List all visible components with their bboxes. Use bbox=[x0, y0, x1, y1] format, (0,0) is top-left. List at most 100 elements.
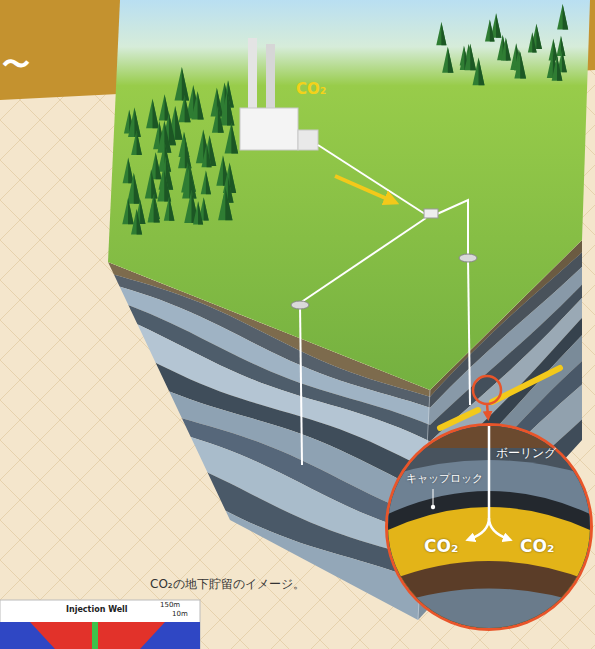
tree-crown bbox=[465, 44, 477, 71]
tree-shade bbox=[137, 130, 142, 155]
zoom-inset: ボーリングキャップロックCO₂CO₂ bbox=[385, 423, 593, 631]
tree-crown bbox=[557, 36, 566, 56]
tree-shade bbox=[231, 122, 238, 153]
tree-shade bbox=[153, 99, 159, 128]
tree-crown bbox=[175, 67, 190, 100]
tree-shade bbox=[134, 107, 140, 136]
tree-crown bbox=[501, 38, 511, 61]
tree-crown bbox=[164, 196, 175, 220]
tree-crown bbox=[225, 122, 239, 153]
simulation-plume bbox=[30, 622, 165, 649]
tree-crown bbox=[191, 91, 203, 119]
tree-shade bbox=[496, 13, 501, 37]
tree-shade bbox=[536, 24, 542, 49]
leader-line bbox=[433, 489, 434, 505]
tree-crown bbox=[178, 137, 191, 168]
tree-crown bbox=[128, 107, 141, 136]
tree-shade bbox=[532, 32, 536, 52]
tree-shade bbox=[490, 19, 495, 41]
tree-crown bbox=[182, 165, 196, 198]
simulation-field bbox=[0, 622, 200, 649]
tree bbox=[131, 209, 142, 235]
tree-crown bbox=[146, 99, 159, 128]
tree-shade bbox=[185, 137, 192, 168]
inset-layer bbox=[388, 589, 590, 629]
tree-shade bbox=[137, 209, 143, 235]
tree-crown bbox=[218, 187, 232, 220]
tree bbox=[218, 187, 232, 220]
well-head bbox=[291, 301, 309, 309]
tree-crown bbox=[127, 173, 141, 204]
co2-layer bbox=[492, 368, 560, 402]
tree-crown bbox=[473, 58, 485, 86]
tree-shade bbox=[185, 95, 191, 123]
tree-crown bbox=[528, 32, 537, 52]
tree bbox=[528, 32, 537, 52]
chimney bbox=[266, 44, 275, 118]
tree-crown bbox=[123, 158, 134, 184]
inset-layer bbox=[388, 426, 590, 628]
tree-shade bbox=[189, 165, 196, 198]
tree-shade bbox=[479, 58, 485, 86]
boring-pipe bbox=[488, 426, 491, 518]
factory-annex bbox=[298, 130, 318, 150]
tree-crown bbox=[212, 105, 224, 132]
tree-shade bbox=[563, 4, 569, 29]
caption: CO₂の地下貯留のイメージ。 bbox=[150, 577, 305, 591]
tree-crown bbox=[193, 201, 203, 224]
tree-crown bbox=[131, 130, 142, 155]
leader-dot bbox=[431, 505, 435, 509]
tree-shade bbox=[182, 67, 189, 100]
header-mark: 〜 bbox=[2, 48, 30, 82]
tree-shade bbox=[154, 194, 160, 222]
tree-crown bbox=[179, 95, 191, 123]
co2-label: CO₂ bbox=[424, 536, 458, 556]
well-bore bbox=[468, 258, 470, 405]
part-label: ボーリング bbox=[496, 446, 556, 460]
tree-crown bbox=[131, 209, 142, 235]
tree-shade bbox=[140, 200, 145, 225]
tree bbox=[164, 196, 175, 220]
tree bbox=[127, 173, 141, 204]
tree-crown bbox=[122, 198, 133, 224]
tree-shade bbox=[218, 105, 224, 132]
tree-shade bbox=[448, 47, 454, 73]
tree-shade bbox=[210, 135, 217, 166]
tree bbox=[436, 22, 446, 45]
tree-crown bbox=[220, 91, 235, 125]
well-bore bbox=[300, 305, 302, 465]
tree bbox=[179, 95, 191, 123]
inset-illustration bbox=[388, 426, 590, 628]
tree-shade bbox=[470, 44, 476, 71]
zoom-arrow bbox=[487, 404, 488, 416]
tree bbox=[128, 107, 141, 136]
tree-shade bbox=[164, 170, 171, 202]
tree bbox=[182, 165, 196, 198]
inset-layer bbox=[388, 561, 590, 628]
co2-label: CO₂ bbox=[296, 80, 326, 98]
tree-crown bbox=[485, 19, 495, 41]
pipeline bbox=[318, 145, 425, 214]
tree-shade bbox=[169, 113, 176, 146]
tree-shade bbox=[206, 171, 211, 195]
tree-shade bbox=[557, 56, 562, 81]
inset-layer bbox=[388, 507, 590, 628]
tree bbox=[501, 38, 511, 61]
tree-crown bbox=[436, 22, 446, 45]
tree-crown bbox=[557, 4, 568, 29]
tree bbox=[485, 19, 495, 41]
tree bbox=[212, 105, 224, 132]
tree-crown bbox=[514, 52, 526, 79]
tree bbox=[175, 67, 190, 100]
tree bbox=[131, 130, 142, 155]
chimney bbox=[248, 38, 257, 118]
tree-crown bbox=[201, 144, 211, 167]
tree-shade bbox=[207, 144, 212, 167]
forest bbox=[122, 4, 568, 234]
tree-shade bbox=[230, 163, 237, 193]
tree-shade bbox=[441, 22, 446, 45]
tree bbox=[465, 44, 477, 71]
tree-shade bbox=[562, 50, 567, 72]
co2-flow-arrow bbox=[335, 176, 392, 201]
tree-shade bbox=[225, 187, 232, 220]
